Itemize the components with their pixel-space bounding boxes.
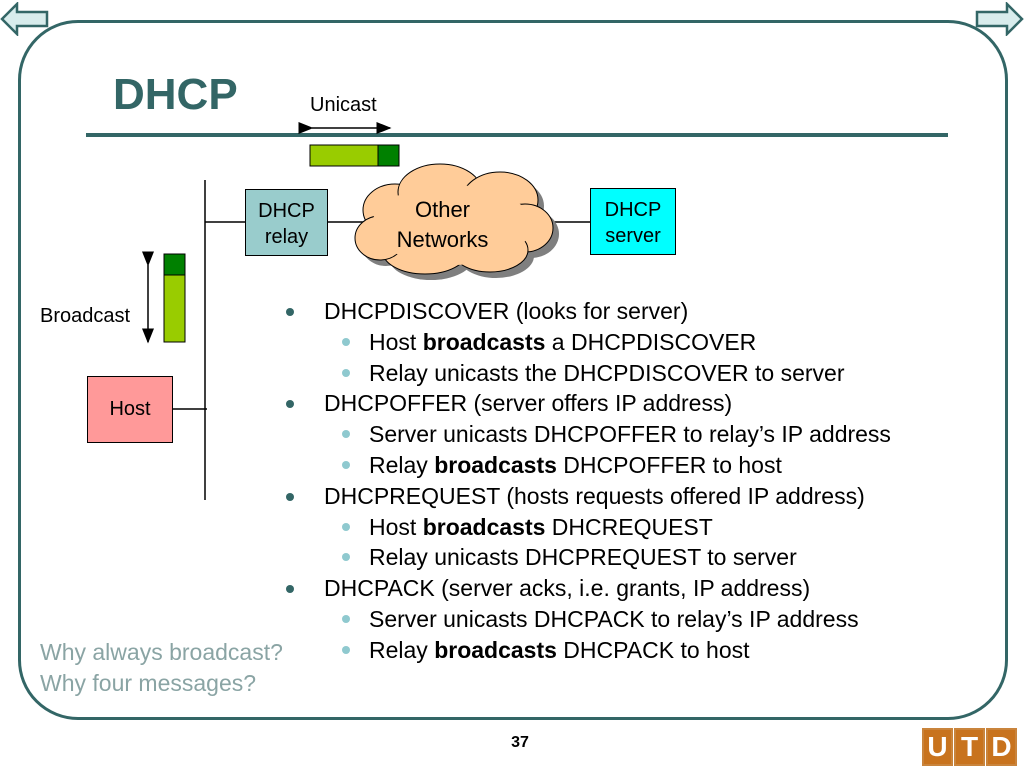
question-broadcast: Why always broadcast? bbox=[40, 639, 283, 665]
prev-slide-button[interactable] bbox=[0, 0, 50, 38]
sub-bullet-post: DHCPACK to host bbox=[556, 636, 750, 663]
list-item: DHCPACK (server acks, i.e. grants, IP ad… bbox=[286, 573, 986, 604]
bullet-text: DHCPREQUEST (hosts requests offered IP a… bbox=[324, 482, 865, 509]
bullet-icon bbox=[286, 492, 294, 501]
bullet-icon bbox=[342, 430, 350, 439]
logo-letter: T bbox=[954, 728, 985, 766]
bullet-icon bbox=[342, 645, 350, 654]
sub-bullet-post: DHCREQUEST bbox=[545, 513, 713, 540]
bullet-icon bbox=[342, 368, 350, 377]
list-item: Relay unicasts DHCPREQUEST to server bbox=[286, 542, 986, 573]
cloud-label: Other Networks bbox=[380, 195, 505, 255]
sub-bullet-pre: Host bbox=[369, 513, 423, 540]
question-four-messages: Why four messages? bbox=[40, 670, 257, 696]
list-item: Relay broadcasts DHCPACK to host bbox=[286, 635, 986, 666]
bullet-icon bbox=[342, 522, 350, 531]
logo-letter: U bbox=[922, 728, 953, 766]
list-item: DHCPOFFER (server offers IP address) bbox=[286, 388, 986, 419]
slide-title: DHCP bbox=[113, 70, 238, 119]
next-slide-button[interactable] bbox=[974, 0, 1024, 38]
unicast-packet-body bbox=[309, 144, 379, 167]
title-divider bbox=[86, 133, 948, 137]
list-item: Relay unicasts the DHCPDISCOVER to serve… bbox=[286, 358, 986, 389]
bullet-list: DHCPDISCOVER (looks for server) Host bro… bbox=[286, 296, 986, 666]
server-label-line1: DHCP bbox=[604, 199, 662, 221]
sub-bullet-pre: Server unicasts DHCPOFFER to relay’s IP … bbox=[369, 421, 891, 448]
sub-bullet-post: DHCPOFFER to host bbox=[556, 451, 782, 478]
list-item: Host broadcasts a DHCPDISCOVER bbox=[286, 327, 986, 358]
broadcast-packet-body bbox=[163, 274, 186, 343]
unicast-label: Unicast bbox=[310, 94, 377, 116]
cloud-fill bbox=[372, 185, 532, 265]
bullet-icon bbox=[342, 614, 350, 623]
server-label-line2: server bbox=[605, 225, 661, 247]
list-item: DHCPREQUEST (hosts requests offered IP a… bbox=[286, 481, 986, 512]
sub-bullet-pre: Relay unicasts DHCPREQUEST to server bbox=[369, 544, 797, 571]
bullet-icon bbox=[286, 308, 294, 316]
bullet-icon bbox=[286, 585, 294, 594]
right-arrow-icon bbox=[975, 0, 1024, 38]
sub-bullet-pre: Relay unicasts the DHCPDISCOVER to serve… bbox=[369, 359, 845, 386]
bullet-icon bbox=[286, 400, 294, 409]
logo-letter: D bbox=[986, 728, 1017, 766]
bullet-icon bbox=[342, 460, 350, 469]
list-item: DHCPDISCOVER (looks for server) bbox=[286, 296, 986, 327]
host-box: Host bbox=[87, 376, 173, 443]
bullet-text: DHCPACK (server acks, i.e. grants, IP ad… bbox=[324, 575, 811, 602]
sub-bullet-bold: broadcasts bbox=[434, 451, 557, 478]
list-item: Host broadcasts DHCREQUEST bbox=[286, 512, 986, 543]
unicast-packet-header bbox=[377, 144, 400, 167]
relay-label-line1: DHCP bbox=[258, 200, 315, 222]
dhcp-relay-box: DHCP relay bbox=[245, 189, 328, 256]
slide-frame bbox=[18, 20, 1008, 720]
list-item: Relay broadcasts DHCPOFFER to host bbox=[286, 450, 986, 481]
cloud-label-line1: Other bbox=[414, 197, 471, 222]
sub-bullet-bold: broadcasts bbox=[434, 636, 557, 663]
cloud-label-line2: Networks bbox=[396, 227, 489, 252]
sub-bullet-pre: Server unicasts DHCPACK to relay’s IP ad… bbox=[369, 605, 859, 632]
sub-bullet-post: a DHCPDISCOVER bbox=[545, 328, 757, 355]
sub-bullet-pre: Host bbox=[369, 328, 423, 355]
bullet-icon bbox=[342, 337, 350, 346]
list-item: Server unicasts DHCPOFFER to relay’s IP … bbox=[286, 419, 986, 450]
sub-bullet-bold: broadcasts bbox=[422, 513, 546, 540]
dhcp-server-box: DHCP server bbox=[590, 188, 676, 255]
sub-bullet-pre: Relay bbox=[369, 451, 435, 478]
bullet-text: DHCPDISCOVER (looks for server) bbox=[324, 298, 689, 324]
sub-bullet-pre: Relay bbox=[369, 636, 435, 663]
page-number: 37 bbox=[511, 734, 529, 751]
sub-bullet-bold: broadcasts bbox=[422, 328, 546, 355]
bullet-icon bbox=[342, 553, 350, 562]
broadcast-packet-header bbox=[163, 253, 186, 276]
relay-label-line2: relay bbox=[264, 226, 309, 248]
bullet-text: DHCPOFFER (server offers IP address) bbox=[324, 390, 733, 417]
host-label: Host bbox=[109, 398, 151, 420]
list-item: Server unicasts DHCPACK to relay’s IP ad… bbox=[286, 604, 986, 635]
utd-logo: U T D bbox=[922, 728, 1018, 766]
left-arrow-icon bbox=[0, 0, 49, 38]
broadcast-label: Broadcast bbox=[40, 305, 131, 327]
